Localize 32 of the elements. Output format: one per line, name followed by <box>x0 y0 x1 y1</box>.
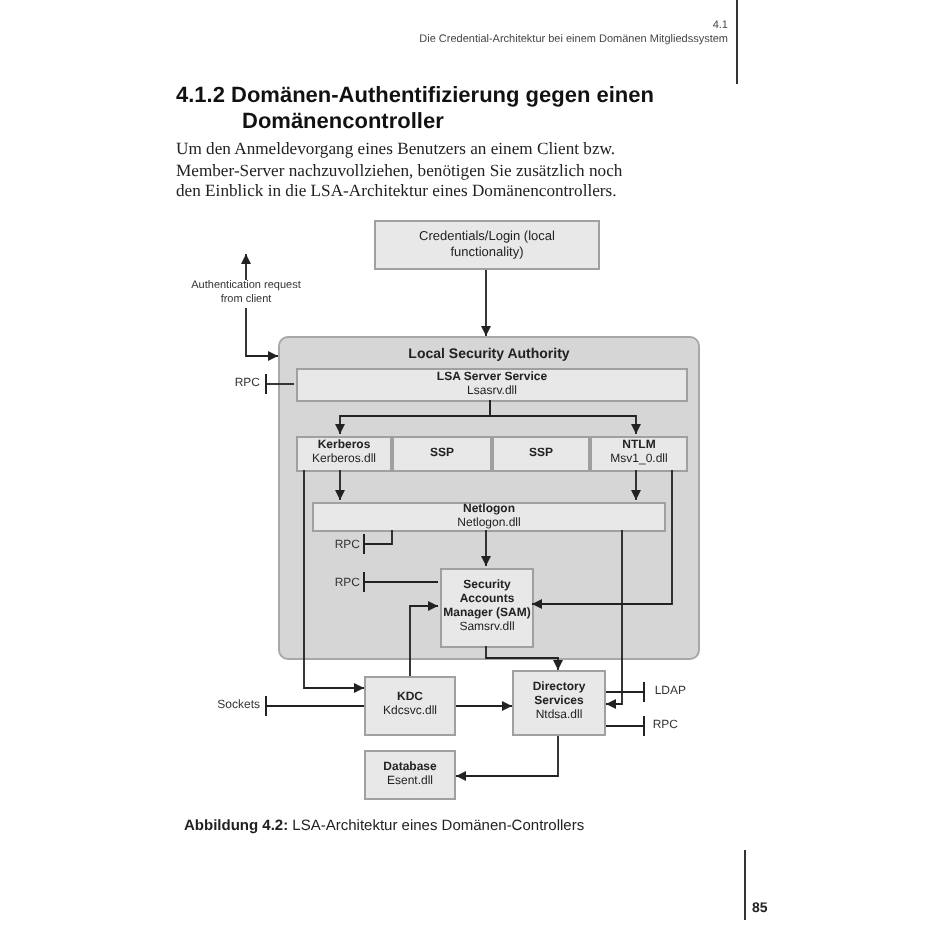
interface-line <box>265 695 365 717</box>
component-box <box>364 676 456 736</box>
component-box <box>312 502 666 532</box>
interface-line <box>605 715 645 737</box>
arrow <box>631 469 641 501</box>
arrow <box>455 735 559 781</box>
component-box <box>374 220 600 270</box>
component-box <box>512 670 606 736</box>
arrow <box>489 399 641 435</box>
interface-line <box>363 571 439 593</box>
interface-line <box>265 373 295 395</box>
component-box <box>296 436 392 472</box>
arrow <box>481 269 491 337</box>
arrow <box>409 601 439 677</box>
arrow <box>303 469 365 693</box>
component-box <box>440 568 534 648</box>
authority-panel <box>278 336 700 660</box>
component-box <box>590 436 688 472</box>
body-paragraph: Um den Anmeldevorgang eines Benutzers an einem Client bzw. Member-Server nachzuvollziehen, benötigen Sie zusätzlich noch den Einblick in die LSA-Architektur eines Domänencontrollers. <box>176 138 625 201</box>
arrow <box>481 529 491 567</box>
arrow <box>605 529 623 709</box>
component-box <box>392 436 492 472</box>
interface-line <box>605 681 645 703</box>
component-box <box>492 436 590 472</box>
arrow <box>485 645 563 671</box>
arrow <box>335 469 345 501</box>
component-box <box>296 368 688 402</box>
section-heading: 4.1.2 Domänen-Authentifizierung gegen einen Domänencontroller <box>176 84 656 136</box>
arrow <box>455 701 513 711</box>
component-box <box>364 750 456 800</box>
arrow <box>531 469 673 609</box>
interface-line <box>363 529 393 555</box>
